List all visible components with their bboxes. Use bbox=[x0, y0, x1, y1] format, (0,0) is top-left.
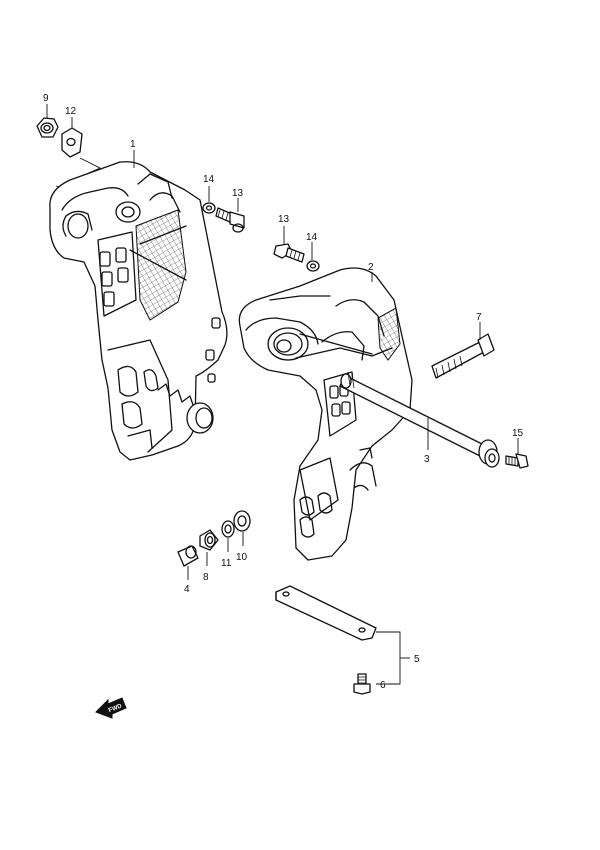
tilt-tube-part-3 bbox=[339, 371, 500, 468]
callout-13-lower: 13 bbox=[278, 214, 290, 225]
screw-part-6 bbox=[353, 673, 371, 695]
washer-part-10 bbox=[233, 510, 251, 532]
callout-4: 4 bbox=[184, 584, 190, 595]
callout-3: 3 bbox=[424, 454, 430, 465]
callout-2: 2 bbox=[368, 262, 374, 273]
plate-part-12 bbox=[61, 127, 83, 158]
plate-part-5 bbox=[275, 585, 377, 641]
callout-8: 8 bbox=[203, 572, 209, 583]
callout-10: 10 bbox=[236, 552, 248, 563]
callout-15: 15 bbox=[512, 428, 524, 439]
washer-part-14-lower bbox=[306, 260, 320, 272]
callout-6: 6 bbox=[380, 680, 386, 691]
bolt-part-15 bbox=[505, 453, 529, 469]
callout-11: 11 bbox=[221, 558, 232, 569]
forward-arrow-icon: FWD bbox=[95, 697, 127, 719]
bolt-part-13-lower bbox=[273, 243, 305, 263]
callout-12: 12 bbox=[65, 106, 77, 117]
callout-13-upper: 13 bbox=[232, 188, 244, 199]
callout-14-upper: 14 bbox=[203, 174, 215, 185]
callout-14-lower: 14 bbox=[306, 232, 318, 243]
washer-part-11 bbox=[221, 520, 235, 538]
callout-9: 9 bbox=[43, 93, 49, 104]
callout-7: 7 bbox=[476, 312, 482, 323]
nut-part-9 bbox=[36, 117, 59, 138]
leader-5-6-bracket bbox=[376, 631, 401, 685]
sleeve-part-4 bbox=[177, 545, 199, 567]
bushing-part-8 bbox=[199, 529, 219, 551]
callout-1: 1 bbox=[130, 139, 136, 150]
washer-part-14-upper bbox=[202, 202, 216, 214]
fwd-label: FWD bbox=[108, 703, 124, 714]
bolt-part-7 bbox=[431, 333, 495, 379]
clamp-bracket-part-2 bbox=[238, 267, 413, 561]
bolt-part-13-upper bbox=[215, 207, 245, 233]
clamp-bracket-part-1 bbox=[49, 161, 228, 461]
callout-5: 5 bbox=[414, 654, 420, 665]
